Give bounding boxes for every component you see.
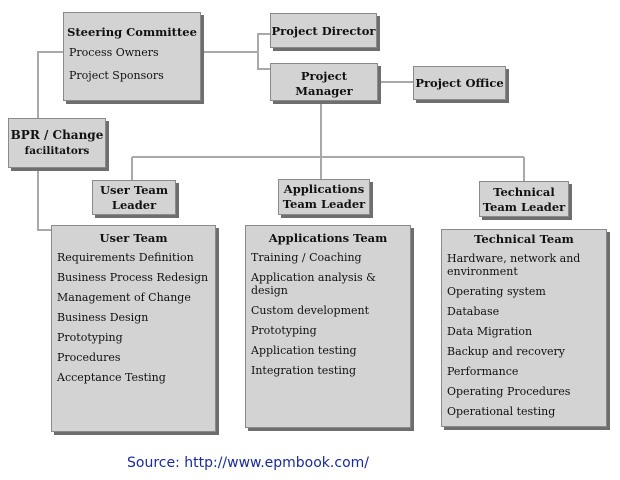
applications-team-box: Applications Team Training / Coaching Ap… — [245, 225, 411, 428]
list-item: Procedures — [57, 351, 121, 364]
technical-team-box: Technical Team Hardware, network and env… — [441, 229, 607, 427]
list-item: Operational testing — [447, 405, 556, 418]
technical-team-leader-box: Technical Team Leader — [479, 181, 569, 217]
applications-team-leader-line2: Team Leader — [282, 197, 366, 211]
bpr-userteam-connector — [37, 168, 52, 231]
list-item: Application analysis & design — [251, 271, 376, 297]
list-item: Operating system — [447, 285, 546, 298]
user-team-leader-line2: Leader — [111, 198, 157, 212]
project-director-label: Project Director — [271, 24, 376, 38]
list-item: Hardware, network and environment — [447, 252, 581, 278]
project-sponsors-label: Project Sponsors — [69, 69, 164, 82]
applications-team-leader-box: Applications Team Leader — [278, 179, 370, 215]
user-team-leader-box: User Team Leader — [92, 180, 176, 215]
list-item: Business Process Redesign — [57, 271, 209, 284]
technical-team-leader-line2: Team Leader — [482, 200, 566, 214]
director-manager-connector — [257, 52, 270, 70]
list-item: Training / Coaching — [251, 251, 362, 264]
project-manager-box: Project Manager — [270, 63, 378, 101]
steering-committee-box: Steering Committee Process Owners Projec… — [63, 12, 201, 101]
list-item: Acceptance Testing — [57, 371, 166, 384]
bpr-change-line2: facilitators — [24, 145, 90, 157]
project-director-box: Project Director — [270, 13, 377, 48]
list-item: Data Migration — [447, 325, 533, 338]
user-team-box: User Team Requirements Definition Busine… — [51, 225, 216, 432]
steering-director-connector — [200, 33, 270, 53]
project-office-label: Project Office — [415, 76, 504, 90]
list-item: Database — [447, 305, 500, 318]
process-owners-label: Process Owners — [69, 46, 159, 59]
steering-bpr-connector — [37, 51, 64, 118]
list-item: Custom development — [251, 304, 370, 317]
user-team-leader-line1: User Team — [99, 183, 169, 197]
list-item: Performance — [447, 365, 519, 378]
technical-team-leader-line1: Technical — [493, 185, 555, 199]
source-caption: Source: http://www.epmbook.com/ — [127, 455, 369, 471]
list-item: Business Design — [57, 311, 149, 324]
project-office-box: Project Office — [413, 66, 506, 100]
list-item: Prototyping — [57, 331, 123, 344]
list-item: Backup and recovery — [447, 345, 566, 358]
list-item: Management of Change — [57, 291, 191, 304]
applications-team-leader-line1: Applications — [283, 182, 365, 196]
steering-committee-title: Steering Committee — [67, 25, 197, 39]
user-team-title: User Team — [99, 231, 168, 245]
bpr-change-box: BPR / Change facilitators — [8, 118, 106, 168]
list-item: Requirements Definition — [57, 251, 194, 264]
applications-team-title: Applications Team — [268, 231, 388, 245]
project-manager-line1: Project — [300, 69, 348, 83]
list-item: Operating Procedures — [447, 385, 571, 398]
project-manager-line2: Manager — [295, 84, 353, 98]
technical-team-title: Technical Team — [474, 232, 574, 246]
list-item: Application testing — [251, 344, 357, 357]
list-item: Integration testing — [251, 364, 356, 377]
list-item: Prototyping — [251, 324, 317, 337]
bpr-change-line1: BPR / Change — [10, 128, 104, 142]
